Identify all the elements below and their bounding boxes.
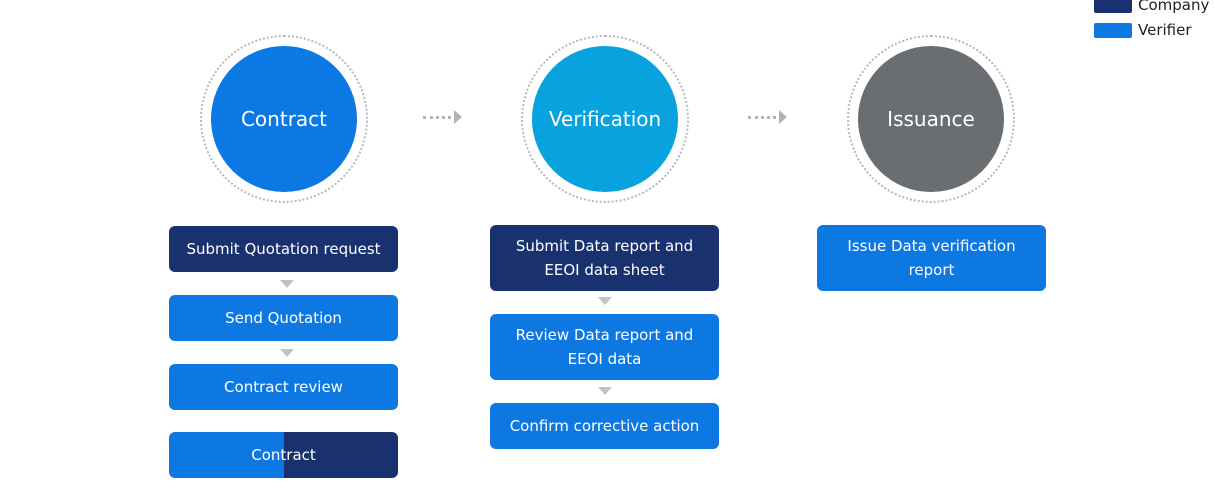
step-submit-data-report: Submit Data report and EEOI data sheet <box>490 225 719 291</box>
step-confirm-corrective-action: Confirm corrective action <box>490 403 719 449</box>
legend-item-verifier: Verifier <box>1094 22 1215 40</box>
stage-contract-ring: Contract <box>200 35 368 203</box>
step-issue-data-verification-report: Issue Data verification report <box>817 225 1046 291</box>
arrow-right-icon <box>779 110 787 124</box>
stage-verification: Verification <box>532 46 678 192</box>
legend-label-verifier: Verifier <box>1138 21 1192 39</box>
step-contract-review: Contract review <box>169 364 398 410</box>
stage-verification-ring: Verification <box>521 35 689 203</box>
step-submit-quotation-request: Submit Quotation request <box>169 226 398 272</box>
step-review-data-report: Review Data report and EEOI data <box>490 314 719 380</box>
step-send-quotation: Send Quotation <box>169 295 398 341</box>
stage-arrow-1 <box>423 110 465 124</box>
legend-label-company: Company <box>1138 0 1210 14</box>
contract-verifier-half <box>169 432 284 478</box>
contract-company-half <box>283 432 398 478</box>
down-arrow-icon <box>280 349 294 357</box>
stage-arrow-2 <box>748 110 790 124</box>
stage-contract: Contract <box>211 46 357 192</box>
stage-issuance: Issuance <box>858 46 1004 192</box>
step-contract: Contract <box>169 432 398 478</box>
stage-verification-label: Verification <box>548 107 662 131</box>
down-arrow-icon <box>598 387 612 395</box>
arrow-right-icon <box>454 110 462 124</box>
stage-issuance-label: Issuance <box>887 107 975 131</box>
stage-contract-label: Contract <box>240 107 328 131</box>
legend-item-company: Company <box>1094 0 1215 18</box>
down-arrow-icon <box>280 280 294 288</box>
legend-swatch-company <box>1094 0 1132 13</box>
down-arrow-icon <box>598 297 612 305</box>
legend-swatch-verifier <box>1094 23 1132 38</box>
stage-issuance-ring: Issuance <box>847 35 1015 203</box>
